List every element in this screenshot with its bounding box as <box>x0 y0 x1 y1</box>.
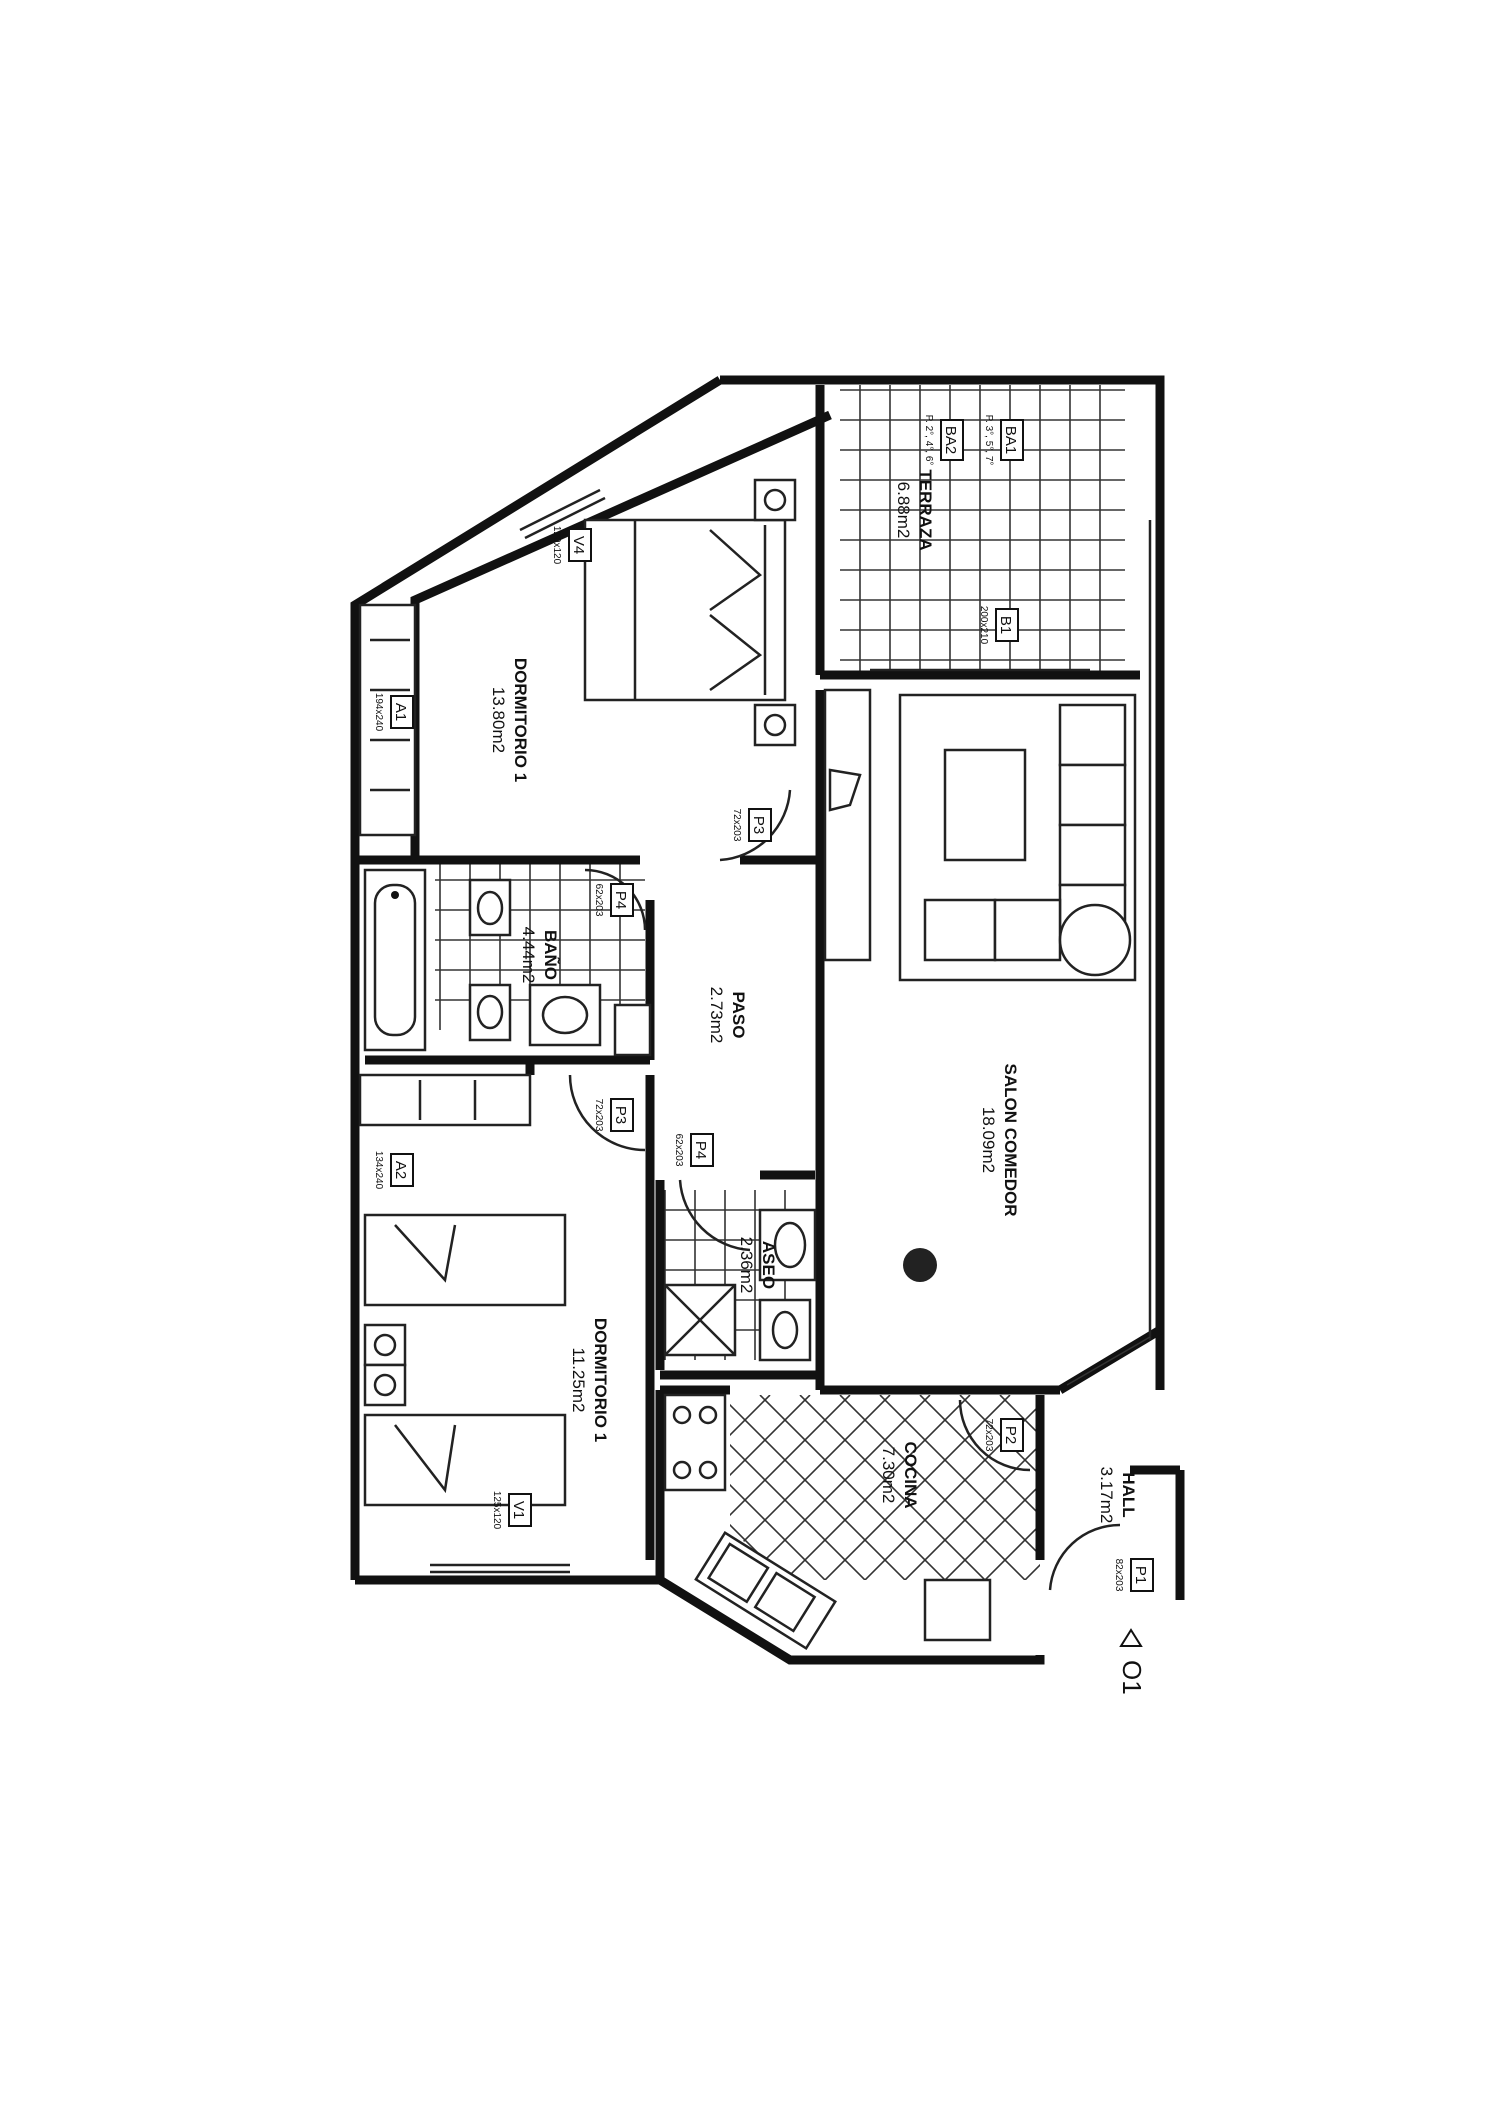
double-bed <box>583 478 797 747</box>
tag-v4: V4 <box>570 536 587 554</box>
walls <box>350 375 1185 1665</box>
wardrobe-a2 <box>358 1073 532 1127</box>
bano-name: BAÑO <box>541 930 561 980</box>
cocina-area: 7.30m2 <box>879 1447 898 1504</box>
tag-a2: A2 <box>392 1161 409 1179</box>
windows <box>430 488 1152 1574</box>
tag-p4-bottom: P4 <box>692 1141 709 1159</box>
opening-tags: A1 194x240 A2 134x240 V4 120x120 V1 125x… <box>373 415 1154 1592</box>
dim-p4-bottom: 62x203 <box>673 1134 684 1167</box>
dim-p4-top: 62x203 <box>593 884 604 917</box>
hall-name: HALL <box>1119 1472 1138 1517</box>
bano-tiles <box>435 860 645 1030</box>
bano-area: 4.44m2 <box>519 927 538 984</box>
tag-p4-top: P4 <box>612 891 629 909</box>
cocina-name: COCINA <box>901 1441 920 1508</box>
paso-name: PASO <box>729 992 748 1039</box>
dim-a2: 134x240 <box>373 1151 384 1190</box>
triangle-icon <box>1119 1628 1143 1647</box>
bano-fixtures <box>468 878 652 1057</box>
dormitorio-bottom-area: 11.25m2 <box>569 1348 588 1413</box>
tag-v1: V1 <box>510 1501 527 1519</box>
hall-area: 3.17m2 <box>1097 1467 1116 1524</box>
dim-p1: 82x203 <box>1113 1559 1124 1592</box>
note-ba2: P. 2°, 4°, 6° <box>923 415 934 466</box>
dim-v1: 125x120 <box>491 1491 502 1530</box>
aseo-tiles <box>660 1190 810 1360</box>
tag-b1: B1 <box>997 616 1014 634</box>
tag-p2: P2 <box>1002 1426 1019 1444</box>
salon-furniture <box>823 688 1137 1282</box>
dormitorio-top-name: DORMITORIO 1 <box>511 658 530 782</box>
terraza-name: TERRAZA <box>916 469 935 550</box>
aseo-name: ASEO <box>759 1241 778 1289</box>
single-bed-1 <box>363 1213 567 1307</box>
aseo-fixtures <box>663 1208 817 1362</box>
tag-ba2: BA2 <box>942 426 959 454</box>
dim-p3-bottom: 72x203 <box>593 1099 604 1132</box>
note-ba1: P. 3°, 5°, 7° <box>983 415 994 466</box>
dim-v4: 120x120 <box>551 526 562 565</box>
cocina-tiles <box>730 1395 1040 1580</box>
terraza-tiles <box>840 385 1125 675</box>
single-bed-2 <box>363 1323 567 1507</box>
plan-id-marker: O1 <box>1117 1628 1147 1695</box>
dormitorio-top-area: 13.80m2 <box>489 687 508 753</box>
tag-p1: P1 <box>1132 1566 1149 1584</box>
bathtub <box>363 868 427 1052</box>
room-labels: DORMITORIO 1 13.80m2 BAÑO 4.44m2 PASO 2.… <box>489 469 1138 1523</box>
terraza-area: 6.88m2 <box>894 482 913 539</box>
plan-id: O1 <box>1117 1660 1147 1695</box>
dim-p2: 72x203 <box>983 1419 994 1452</box>
paso-area: 2.73m2 <box>707 987 726 1044</box>
dormitorio-bottom-name: DORMITORIO 1 <box>591 1318 610 1442</box>
salon-area: 18.09m2 <box>979 1107 998 1173</box>
tag-ba1: BA1 <box>1002 426 1019 454</box>
tag-p3-top: P3 <box>750 816 767 834</box>
dim-a1: 194x240 <box>373 693 384 732</box>
cocina-fixtures <box>663 1393 992 1651</box>
dim-p3-top: 72x203 <box>731 809 742 842</box>
aseo-area: 2.36m2 <box>737 1237 756 1294</box>
salon-name: SALON COMEDOR <box>1001 1064 1020 1217</box>
tag-a1: A1 <box>392 703 409 721</box>
dim-b1: 200x210 <box>978 606 989 645</box>
tag-p3-bottom: P3 <box>612 1106 629 1124</box>
